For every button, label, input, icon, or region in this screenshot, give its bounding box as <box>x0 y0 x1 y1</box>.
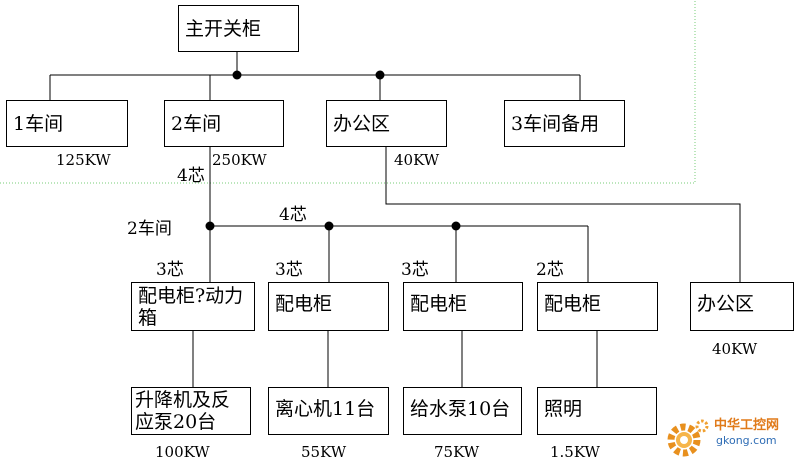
workshop-3-spare-box: 3车间备用 <box>504 100 625 147</box>
workshop-1-box: 1车间 <box>6 100 128 147</box>
gkong-watermark: 中华工控网 gkong.com <box>660 408 794 469</box>
junction-dot <box>375 70 385 80</box>
core-label-power: 3芯 <box>156 260 184 280</box>
kw-label-ws2: 250KW <box>212 151 267 169</box>
watermark-name: 中华工控网 <box>714 418 780 433</box>
kw-label-pump: 75KW <box>434 443 480 461</box>
kw-label-ws1: 125KW <box>56 151 111 169</box>
lighting-box: 照明 <box>537 387 657 435</box>
kw-label-lighting: 1.5KW <box>550 443 600 461</box>
distribution-cabinet-3-box: 配电柜 <box>403 282 523 331</box>
core-label-cab3: 3芯 <box>401 260 429 280</box>
distribution-cabinet-2-box: 配电柜 <box>268 282 389 331</box>
kw-label-lift: 100KW <box>155 443 210 461</box>
core-label-cab2: 3芯 <box>275 260 303 280</box>
feeder-line-office <box>385 147 741 282</box>
lift-and-reactor-pump-box: 升降机及反应泵20台 <box>131 387 251 435</box>
watermark-url: gkong.com <box>716 434 777 447</box>
distribution-cabinet-4-box: 配电柜 <box>537 282 658 331</box>
core-label-cab4: 2芯 <box>536 260 564 280</box>
region-boundary <box>0 0 696 184</box>
junction-dot <box>232 70 242 80</box>
power-distribution-cabinet-box: 配电柜?动力箱 <box>131 282 255 331</box>
water-pump-box: 给水泵10台 <box>403 387 522 435</box>
kw-label-office: 40KW <box>394 151 440 169</box>
kw-label-office-right: 40KW <box>712 340 758 358</box>
core-label-ws2: 4芯 <box>177 166 205 186</box>
centrifuge-box: 离心机11台 <box>268 387 389 435</box>
main-switch-cabinet-box: 主开关柜 <box>178 5 299 52</box>
kw-label-centrifuge: 55KW <box>301 443 347 461</box>
core-label-bus: 4芯 <box>279 205 307 225</box>
workshop-2-bus-label: 2车间 <box>127 219 172 239</box>
gear-logo-icon <box>667 419 709 457</box>
office-area-box: 办公区 <box>326 100 447 147</box>
workshop-2-box: 2车间 <box>164 100 284 147</box>
office-area-right-box: 办公区 <box>690 282 794 331</box>
